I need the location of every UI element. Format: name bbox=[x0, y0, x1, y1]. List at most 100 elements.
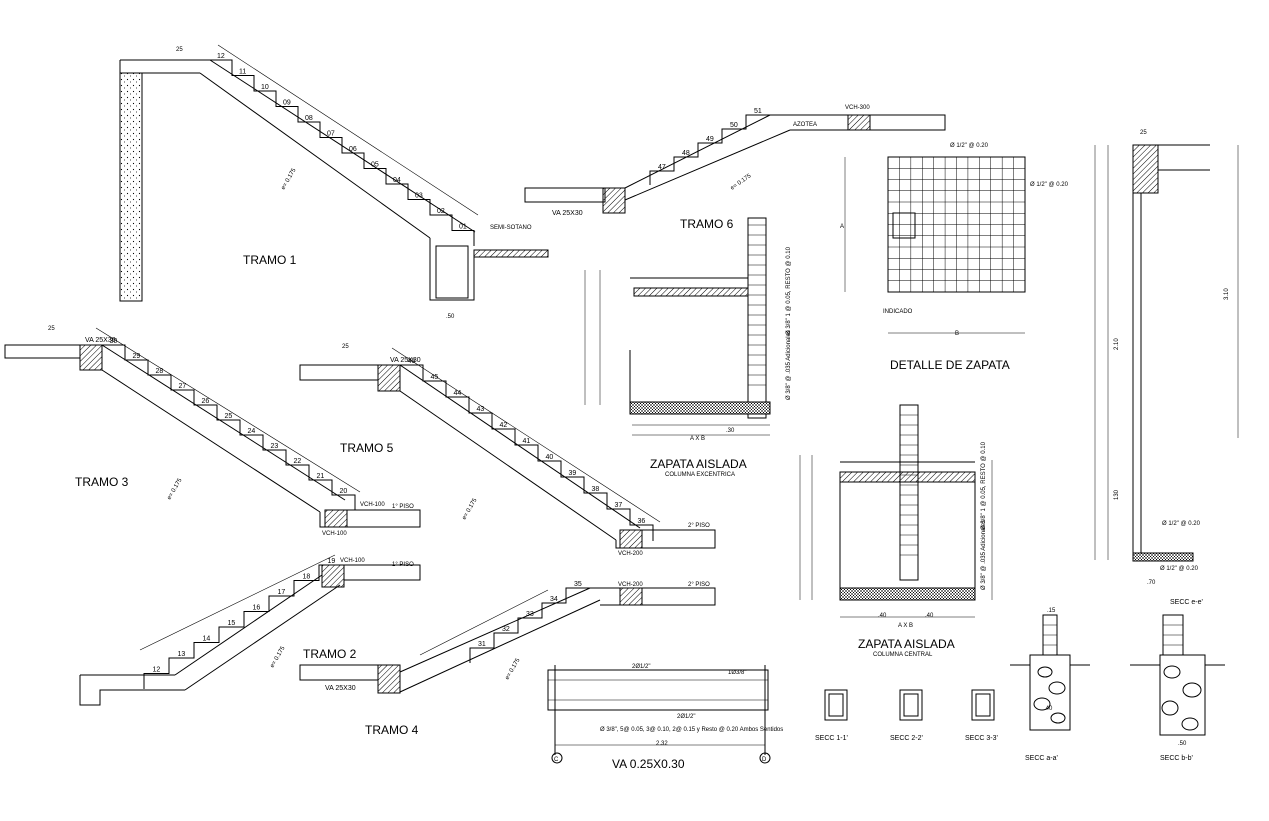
secc-aa-title: SECC a-a' bbox=[1025, 755, 1058, 762]
zapata-plan-detail bbox=[844, 156, 1026, 334]
zapata-central-detail bbox=[799, 404, 993, 618]
step-number: 12 bbox=[153, 667, 161, 674]
dim-25-t5: 25 bbox=[342, 344, 349, 350]
step-number: 24 bbox=[248, 428, 256, 435]
height-210: 2.10 bbox=[1114, 338, 1120, 350]
slope-t3: e= 0.175 bbox=[167, 477, 184, 501]
slope-t5: e= 0.175 bbox=[462, 497, 479, 521]
viga-length: 2.32 bbox=[656, 741, 668, 747]
secc-ee-detail bbox=[1094, 144, 1239, 562]
zapata-excentrica-detail bbox=[584, 217, 771, 436]
vch100-label-b: VCH-100 bbox=[322, 531, 347, 537]
step-number: 26 bbox=[202, 398, 210, 405]
piso1-label-a: 1° PISO bbox=[392, 504, 414, 510]
sections-foundation bbox=[1010, 614, 1225, 736]
vch200-label-b: VCH-200 bbox=[618, 582, 643, 588]
step-number: 20 bbox=[340, 488, 348, 495]
step-number: 46 bbox=[408, 358, 416, 365]
step-number: 29 bbox=[133, 353, 141, 360]
step-number: 38 bbox=[592, 486, 600, 493]
secc-ee-bottom-steel: Ø 1/2" @ 0.20 bbox=[1160, 566, 1199, 572]
viga-bar-extra: 1Ø3/8" bbox=[728, 670, 746, 676]
step-number: 06 bbox=[349, 146, 357, 153]
step-number: 39 bbox=[569, 470, 577, 477]
dim-50-bb: .50 bbox=[1178, 741, 1187, 747]
tramo-2-stair bbox=[79, 554, 421, 706]
step-number: 36 bbox=[638, 518, 646, 525]
detalle-zapata-title: DETALLE DE ZAPATA bbox=[890, 358, 1010, 372]
dim-25-t1: 25 bbox=[176, 47, 183, 53]
zapata-steel-1: Ø 1/2" @ 0.20 bbox=[950, 143, 989, 149]
step-number: 03 bbox=[415, 193, 423, 200]
tramo-2-title: TRAMO 2 bbox=[303, 647, 357, 661]
step-number: 28 bbox=[156, 368, 164, 375]
indicado-label: INDICADO bbox=[883, 309, 913, 315]
vch200-label-a: VCH-200 bbox=[618, 551, 643, 557]
tramo-1-wall bbox=[119, 72, 143, 302]
step-number: 49 bbox=[706, 136, 714, 143]
step-number: 35 bbox=[574, 581, 582, 588]
step-number: 21 bbox=[317, 473, 325, 480]
piso2-label-a: 2° PISO bbox=[688, 523, 710, 529]
dim-40-cen-a: .40 bbox=[878, 613, 887, 619]
step-number: 44 bbox=[454, 390, 462, 397]
step-number: 17 bbox=[278, 589, 286, 596]
adicionales-2: Ø 3/8" @ .035 Adicionales bbox=[981, 520, 987, 590]
va-label-tramo3: VA 25X30 bbox=[85, 337, 116, 344]
zapata-central-title: ZAPATA AISLADA bbox=[858, 637, 955, 651]
step-profile-t5 bbox=[400, 364, 654, 541]
step-number: 41 bbox=[523, 438, 531, 445]
step-number: 23 bbox=[271, 443, 279, 450]
sections-small bbox=[824, 689, 995, 721]
vch300-label: VCH-300 bbox=[845, 105, 870, 111]
dim-30-exc: .30 bbox=[726, 428, 735, 434]
azotea-label: AZOTEA bbox=[793, 122, 817, 128]
step-number: 33 bbox=[526, 611, 534, 618]
zapata-excentrica-subtitle: COLUMNA EXCENTRICA bbox=[665, 472, 735, 478]
step-profile-t1 bbox=[210, 59, 475, 246]
step-number: 08 bbox=[305, 115, 313, 122]
adicionales-1: Ø 3/8" @ .035 Adicionales bbox=[786, 330, 792, 400]
tramo-5-stair bbox=[299, 347, 716, 549]
va-label-tramo6: VA 25X30 bbox=[552, 210, 583, 217]
axis-c: C bbox=[554, 757, 559, 763]
step-number: 09 bbox=[283, 100, 291, 107]
step-number: 50 bbox=[730, 122, 738, 129]
secc-ee-side-steel: Ø 1/2" @ 0.20 bbox=[1162, 521, 1201, 527]
step-number: 48 bbox=[682, 150, 690, 157]
tramo-1-title: TRAMO 1 bbox=[243, 253, 297, 267]
piso2-label-b: 2° PISO bbox=[688, 582, 710, 588]
step-number: 47 bbox=[658, 164, 666, 171]
viga-stirrups: Ø 3/8", 5@ 0.05, 3@ 0.10, 2@ 0.15 y Rest… bbox=[600, 727, 783, 733]
dim-b-label: B bbox=[955, 331, 959, 337]
step-number: 27 bbox=[179, 383, 187, 390]
tramo-1-stair bbox=[119, 44, 549, 302]
slope-t2: e= 0.175 bbox=[270, 645, 287, 669]
dim-40-aa: .40 bbox=[1044, 706, 1053, 712]
viga-detail bbox=[547, 665, 771, 764]
step-number: 43 bbox=[477, 406, 485, 413]
vch100-label-c: VCH-100 bbox=[340, 558, 365, 564]
step-number: 11 bbox=[239, 69, 246, 76]
step-number: 34 bbox=[550, 596, 558, 603]
tramo-4-stair bbox=[299, 587, 716, 694]
step-number: 19 bbox=[328, 558, 336, 565]
height-310: 3.10 bbox=[1224, 288, 1230, 300]
step-number: 22 bbox=[294, 458, 302, 465]
col-stirrups-2: Ø 3/8" 1 @ 0.05, RESTO @ 0.10 bbox=[981, 441, 987, 530]
tramo-4-title: TRAMO 4 bbox=[365, 723, 419, 737]
va-label-tramo5: VA 25X30 bbox=[390, 357, 421, 364]
secc-11-title: SECC 1-1' bbox=[815, 735, 848, 742]
axis-d: D bbox=[762, 757, 767, 763]
step-number: 32 bbox=[502, 626, 510, 633]
step-profile-t6 bbox=[649, 114, 770, 185]
step-profile-t4 bbox=[469, 587, 590, 663]
step-number: 18 bbox=[303, 574, 311, 581]
step-profile-t2 bbox=[143, 564, 344, 689]
tramo-6-stair bbox=[524, 114, 946, 214]
axb-label-2: A X B bbox=[898, 623, 913, 629]
zapata-steel-2: Ø 1/2" @ 0.20 bbox=[1030, 182, 1069, 188]
secc-22-title: SECC 2-2' bbox=[890, 735, 923, 742]
vch100-label-a: VCH-100 bbox=[360, 502, 385, 508]
